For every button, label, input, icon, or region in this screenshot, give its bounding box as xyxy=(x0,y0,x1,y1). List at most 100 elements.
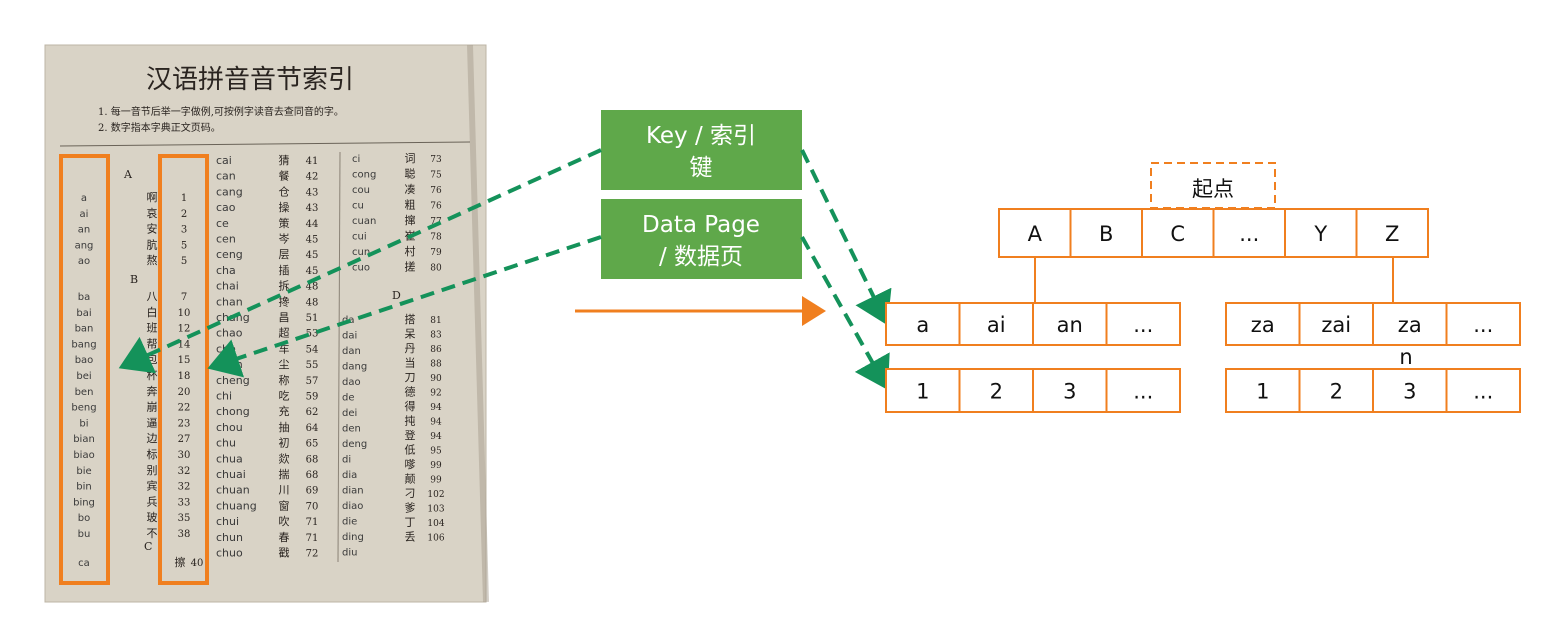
photo-header-a: A xyxy=(123,168,133,181)
photo-syllable: a xyxy=(81,193,87,204)
root-cell-label: Z xyxy=(1385,222,1399,246)
photo-page: 38 xyxy=(178,529,191,540)
photo-page: 90 xyxy=(430,374,442,384)
photo-syllable: cai xyxy=(216,154,232,167)
photo-char: 安 xyxy=(147,222,158,236)
photo-page: 106 xyxy=(427,534,444,544)
photo-syllable: ba xyxy=(78,292,90,303)
photo-page: 23 xyxy=(178,418,191,429)
photo-char: 餐 xyxy=(279,169,290,183)
photo-page: 1 xyxy=(181,193,187,204)
photo-syllable: bang xyxy=(71,339,96,350)
photo-syllable: chou xyxy=(216,421,243,434)
photo-syllable: biao xyxy=(73,450,94,461)
photo-header-b: B xyxy=(130,273,138,286)
photo-char: 车 xyxy=(279,341,290,355)
left-key-cell xyxy=(1032,302,1108,346)
photo-syllable: chuai xyxy=(216,468,246,481)
left-key-cell xyxy=(1105,302,1181,346)
photo-char: 边 xyxy=(147,432,158,445)
right-key-cell xyxy=(1225,302,1301,346)
photo-page: 99 xyxy=(430,476,442,486)
key-label-box xyxy=(601,110,802,190)
photo-page: 86 xyxy=(430,345,442,355)
photo-page: 53 xyxy=(306,329,319,340)
photo-char: 不 xyxy=(147,527,158,540)
photo-char: 颠 xyxy=(405,472,416,486)
photo-note-1: 1. 每一音节后举一字做例,可按例字读音去查同音的字。 xyxy=(98,105,344,118)
key-column-highlight xyxy=(59,154,110,585)
photo-syllable: den xyxy=(342,424,361,435)
photo-char: 聪 xyxy=(405,167,416,181)
dictionary-photo: 汉语拼音音节索引 1. 每一音节后举一字做例,可按例字读音去查同音的字。 2. … xyxy=(44,44,489,603)
photo-char: 欻 xyxy=(279,452,290,465)
photo-char: 熬 xyxy=(147,253,158,267)
root-cell-label: B xyxy=(1099,222,1113,246)
photo-page: 3 xyxy=(181,225,187,236)
photo-page: 32 xyxy=(178,466,191,477)
photo-page: 94 xyxy=(430,403,442,413)
photo-page: 64 xyxy=(306,423,319,434)
photo-syllable: che xyxy=(216,342,236,355)
photo-syllable: chu xyxy=(216,437,236,450)
photo-char: 戳 xyxy=(279,547,290,560)
data-page-label: Data Page / 数据页 xyxy=(601,199,802,279)
photo-char: 擦 xyxy=(175,555,186,569)
photo-char: 肮 xyxy=(147,237,158,251)
photo-page: 55 xyxy=(306,360,319,371)
photo-page: 75 xyxy=(430,171,442,181)
photo-syllable: cu xyxy=(352,201,364,212)
photo-syllable: dia xyxy=(342,470,357,481)
photo-page: 5 xyxy=(181,240,187,251)
right-key-cell-label: ... xyxy=(1473,313,1493,337)
arrow-datapage-to-tree xyxy=(800,236,890,390)
key-label-line2: 键 xyxy=(690,155,713,181)
photo-header-c: C xyxy=(144,540,152,553)
photo-page: 43 xyxy=(306,187,319,198)
photo-page: 7 xyxy=(181,292,187,303)
photo-page: 10 xyxy=(178,308,191,319)
photo-syllable: bu xyxy=(78,529,91,540)
root-cell-label: ... xyxy=(1239,222,1259,246)
photo-syllable: chao xyxy=(216,327,243,340)
photo-char: 超 xyxy=(279,326,290,340)
photo-char: 层 xyxy=(279,248,290,261)
photo-index-columns: Aaaianangao啊哀安肮熬12355Bbabaibanbangbaobei… xyxy=(71,152,444,569)
photo-syllable: chui xyxy=(216,515,239,528)
photo-char: 丁 xyxy=(405,516,416,529)
photo-char: 丹 xyxy=(405,342,416,355)
photo-syllable: ci xyxy=(352,154,360,165)
photo-char: 岑 xyxy=(279,233,290,246)
photo-syllable: chai xyxy=(216,280,239,293)
photo-page: 92 xyxy=(430,389,441,399)
photo-syllable: chuo xyxy=(216,547,243,560)
photo-page: 80 xyxy=(430,264,442,274)
right-page-cell-label: 3 xyxy=(1403,380,1416,404)
photo-page: 51 xyxy=(306,313,319,324)
photo-page: 103 xyxy=(427,505,444,515)
photo-char: 吃 xyxy=(279,390,290,403)
photo-page: 12 xyxy=(178,324,191,335)
photo-syllable: bian xyxy=(73,434,95,445)
photo-char: 扽 xyxy=(405,414,416,428)
photo-char: 窗 xyxy=(279,498,290,512)
photo-syllable: cuan xyxy=(352,216,376,227)
photo-page: 40 xyxy=(191,558,204,569)
right-page-cell-label: 1 xyxy=(1256,380,1269,404)
photo-syllable: chi xyxy=(216,390,232,403)
photo-syllable: ao xyxy=(78,256,90,267)
photo-page: 20 xyxy=(178,387,191,398)
photo-char: 八 xyxy=(147,290,158,303)
photo-char: 充 xyxy=(279,404,290,418)
photo-syllable: bai xyxy=(76,308,91,319)
left-key-cell-label: ai xyxy=(987,313,1006,337)
photo-char: 揣 xyxy=(279,467,290,481)
left-page-cell xyxy=(1105,368,1181,413)
key-label: Key / 索引 键 xyxy=(601,110,802,190)
photo-page: 45 xyxy=(306,235,319,246)
photo-syllable: cou xyxy=(352,185,370,196)
photo-page: 14 xyxy=(178,339,191,350)
photo-page: 77 xyxy=(430,217,442,227)
